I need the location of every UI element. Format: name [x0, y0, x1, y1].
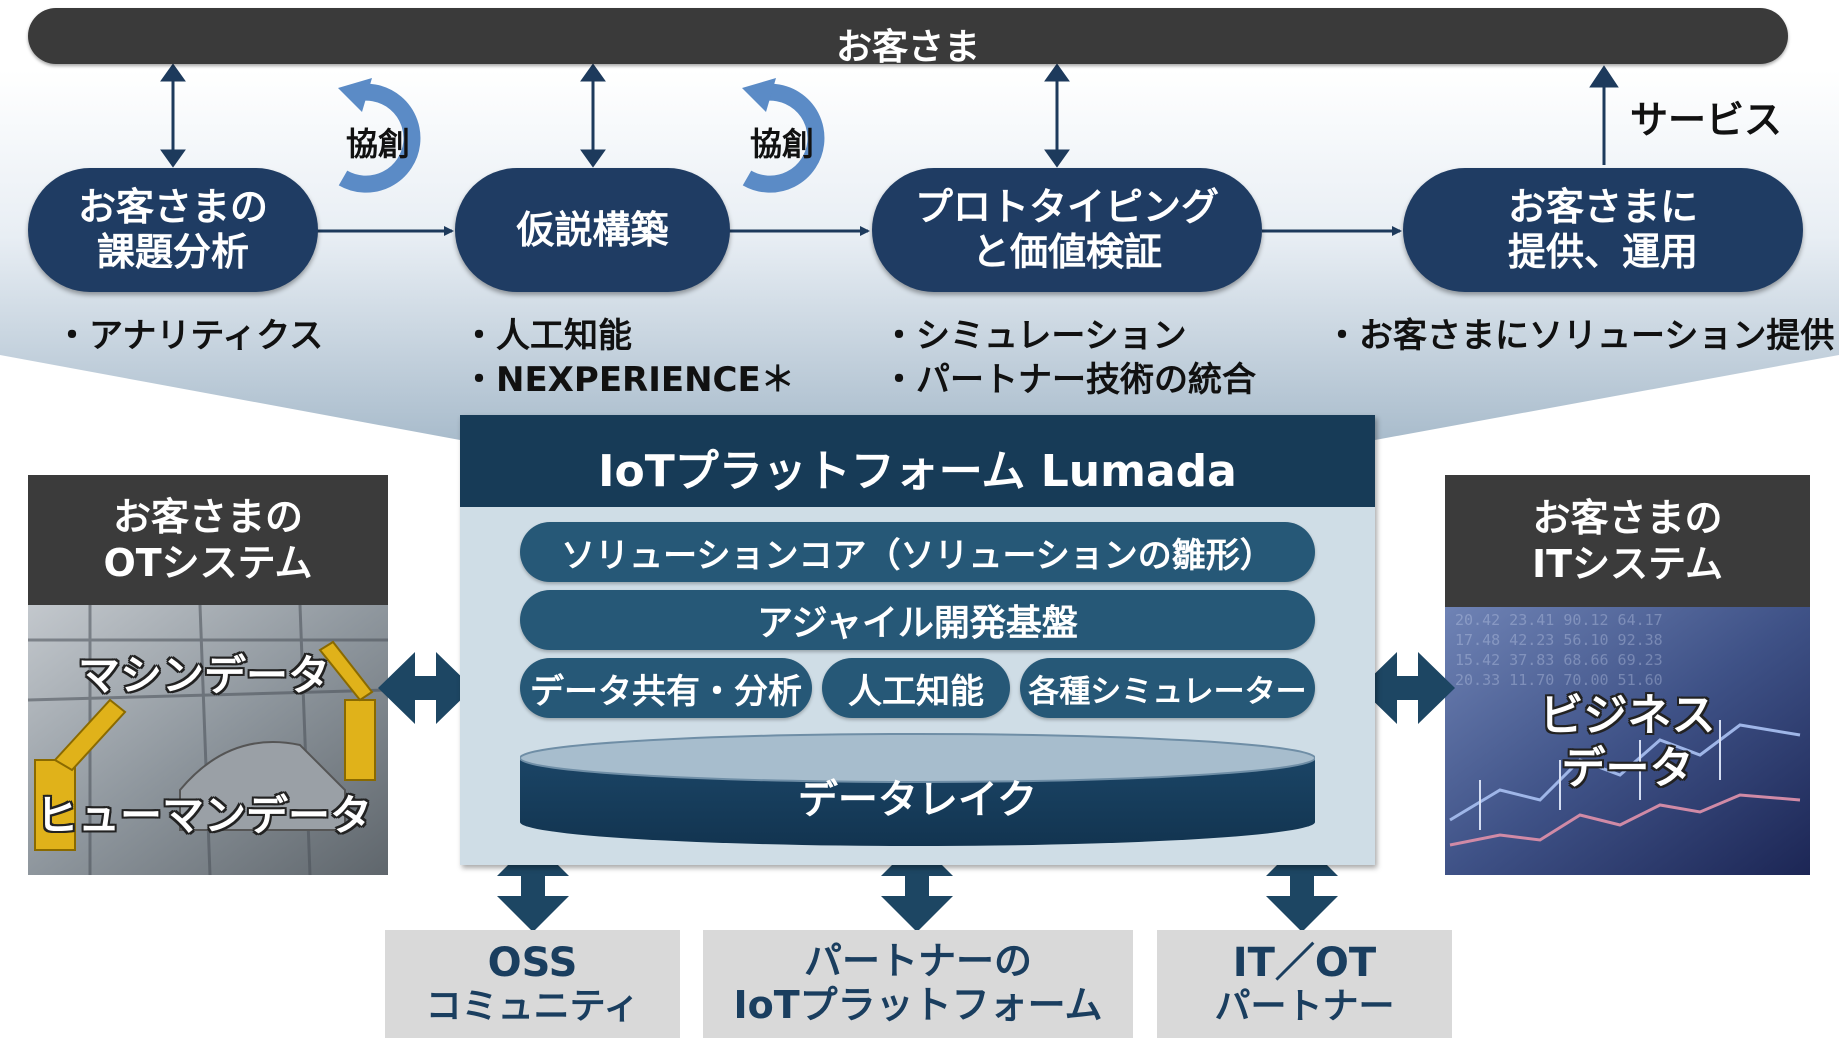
stage-prototyping: プロトタイピング と価値検証: [872, 168, 1262, 292]
stage-delivery: お客さまに 提供、運用: [1403, 168, 1803, 292]
machine-data-label: マシンデータ: [78, 651, 331, 700]
it-title-line-2: ITシステム: [1532, 542, 1723, 586]
business-data-label: ビジネス データ: [1445, 690, 1810, 796]
partner-it-ot: IT／OT パートナー: [1157, 930, 1452, 1038]
collab-label-2: 協創: [750, 125, 815, 163]
ot-title-line-2: OTシステム: [103, 541, 313, 585]
ot-system-header: お客さまの OTシステム: [28, 475, 388, 605]
stage-hypothesis: 仮説構築: [455, 168, 730, 292]
bullet-nexperience: ・NEXPERIENCE＊: [462, 360, 795, 400]
bullet-ai: ・人工知能: [462, 316, 632, 356]
partner-2-line-1: パートナーの: [803, 939, 1032, 984]
collab-cycle-icons: [338, 78, 825, 193]
bullet-solution-delivery: ・お客さまにソリューション提供: [1325, 316, 1835, 356]
business-data-line-1: ビジネス: [1539, 690, 1716, 741]
collab-label-1: 協創: [346, 125, 411, 163]
data-lake-label: データレイク: [797, 777, 1038, 823]
ai-pill: 人工知能: [822, 658, 1010, 718]
partner-2-line-2: IoTプラットフォーム: [733, 983, 1103, 1027]
lumada-platform: IoTプラットフォーム Lumada ソリューションコア（ソリューションの雛形）…: [460, 415, 1375, 865]
it-system-header: お客さまの ITシステム: [1445, 475, 1810, 607]
svg-text:20.33 11.70 70.00 51.60: 20.33 11.70 70.00 51.60: [1455, 671, 1663, 689]
stage-customer-analysis: お客さまの 課題分析: [28, 168, 318, 292]
stage-1-line-1: お客さまの: [77, 185, 268, 230]
platform-title: IoTプラットフォーム Lumada: [598, 446, 1237, 497]
partner-oss-community: OSS コミュニティ: [385, 930, 680, 1038]
partner-1-line-1: OSS: [487, 940, 578, 987]
bullet-analytics: ・アナリティクス: [55, 316, 324, 356]
stage-2-line-1: 仮説構築: [516, 207, 669, 252]
partner-3-line-1: IT／OT: [1232, 940, 1377, 987]
simulators-pill: 各種シミュレーター: [1020, 658, 1315, 718]
bullet-partner-integration: ・パートナー技術の統合: [882, 360, 1256, 400]
svg-text:15.42 37.83 68.66 69.23: 15.42 37.83 68.66 69.23: [1455, 651, 1663, 669]
platform-header: IoTプラットフォーム Lumada: [460, 415, 1375, 507]
ot-photo: [27, 604, 389, 876]
stage-1-line-2: 課題分析: [96, 230, 249, 274]
svg-text:17.48 42.23 56.10 92.38: 17.48 42.23 56.10 92.38: [1455, 631, 1663, 649]
side-double-arrows: [378, 652, 1455, 724]
customer-links: [160, 63, 1619, 168]
business-data-line-2: データ: [1561, 742, 1694, 794]
stage-4-line-2: 提供、運用: [1507, 230, 1698, 274]
partner-iot-platform: パートナーの IoTプラットフォーム: [703, 930, 1133, 1038]
customer-bar-label: お客さま: [835, 27, 980, 68]
it-photo: 20.42 23.41 90.12 64.17 17.48 42.23 56.1…: [1445, 607, 1810, 875]
stage-4-line-1: お客さまに: [1507, 185, 1698, 230]
partner-1-line-2: コミュニティ: [425, 986, 640, 1028]
bullet-simulation: ・シミュレーション: [882, 316, 1187, 356]
agile-dev-bar: アジャイル開発基盤: [520, 590, 1315, 650]
customer-bar: お客さま: [28, 8, 1788, 68]
stage-3-line-2: と価値検証: [971, 230, 1162, 274]
stage-3-line-1: プロトタイピング: [914, 185, 1219, 230]
data-lake-cylinder: [520, 733, 1315, 846]
service-label: サービス: [1630, 98, 1783, 142]
solution-core-bar: ソリューションコア（ソリューションの雛形）: [520, 522, 1315, 582]
ot-title-line-1: お客さまの: [112, 494, 303, 539]
human-data-label: ヒューマンデータ: [36, 791, 373, 840]
partner-3-line-2: パートナー: [1214, 986, 1395, 1028]
data-sharing-pill: データ共有・分析: [520, 658, 812, 718]
it-title-line-1: お客さまの: [1532, 495, 1723, 540]
svg-text:20.42 23.41 90.12 64.17: 20.42 23.41 90.12 64.17: [1455, 611, 1663, 629]
